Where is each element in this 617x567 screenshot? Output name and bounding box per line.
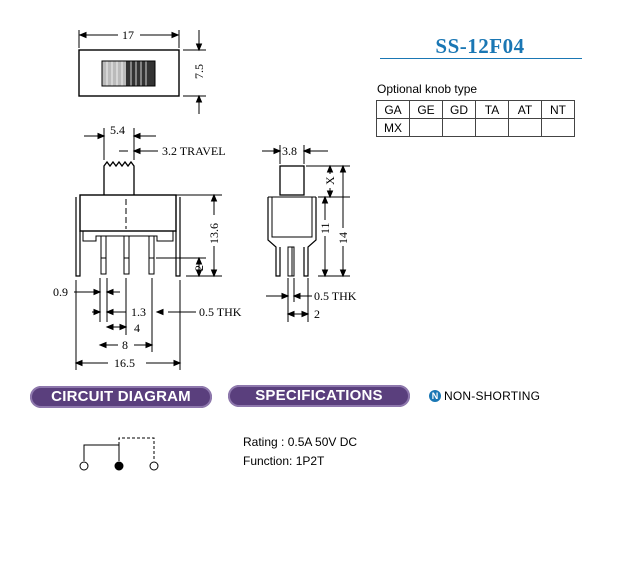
- title-underline: [380, 58, 582, 59]
- dim-8: 8: [122, 338, 128, 352]
- spec-function: Function: 1P2T: [243, 454, 325, 468]
- knob-cell: [409, 118, 443, 137]
- dim-thk-side: 0.5 THK: [314, 289, 357, 303]
- dim-11: 11: [318, 222, 332, 234]
- table-row: GA GE GD TA AT NT: [376, 100, 575, 119]
- specifications-label: SPECIFICATIONS: [255, 387, 383, 404]
- knob-cell: [508, 118, 542, 137]
- non-shorting-icon: N: [429, 390, 441, 402]
- dim-14: 14: [336, 232, 350, 244]
- dim-1-3: 1.3: [131, 305, 146, 319]
- dim-16-5: 16.5: [114, 356, 135, 370]
- dim-5-4: 5.4: [110, 123, 125, 137]
- top-view: [78, 30, 206, 114]
- side-view: [262, 145, 350, 322]
- model-title: SS-12F04: [435, 34, 525, 58]
- optional-knob-label: Optional knob type: [377, 82, 478, 96]
- knob-cell: [442, 118, 476, 137]
- knob-cell: GA: [376, 100, 410, 119]
- circuit-diagram-label: CIRCUIT DIAGRAM: [51, 388, 191, 405]
- circuit-schematic: [79, 437, 159, 471]
- front-view: [74, 128, 222, 370]
- dim-2-side: 2: [314, 307, 320, 321]
- specifications-heading: SPECIFICATIONS: [228, 385, 410, 407]
- knob-cell: TA: [475, 100, 509, 119]
- dim-3-8: 3.8: [282, 144, 297, 158]
- knob-cell: [475, 118, 509, 137]
- non-shorting-label: NON-SHORTING: [444, 389, 541, 403]
- dim-travel: 3.2 TRAVEL: [162, 144, 226, 158]
- knob-cell: GD: [442, 100, 476, 119]
- circuit-diagram-heading: CIRCUIT DIAGRAM: [30, 386, 212, 408]
- dim-0-9: 0.9: [53, 285, 68, 299]
- dim-7-5: 7.5: [192, 64, 206, 79]
- knob-cell: AT: [508, 100, 542, 119]
- knob-cell: GE: [409, 100, 443, 119]
- dim-4: 4: [134, 321, 140, 335]
- knob-cell: NT: [541, 100, 575, 119]
- table-row: MX: [376, 118, 575, 137]
- knob-cell: [541, 118, 575, 137]
- spec-rating: Rating : 0.5A 50V DC: [243, 435, 358, 449]
- knob-cell: MX: [376, 118, 410, 137]
- dim-2-front: 2: [192, 265, 206, 271]
- knob-type-table: GA GE GD TA AT NT MX: [376, 100, 575, 137]
- dim-thk-front: 0.5 THK: [199, 305, 242, 319]
- dim-13-6: 13.6: [207, 223, 221, 244]
- dim-x: X: [323, 176, 337, 185]
- dim-17: 17: [122, 28, 134, 42]
